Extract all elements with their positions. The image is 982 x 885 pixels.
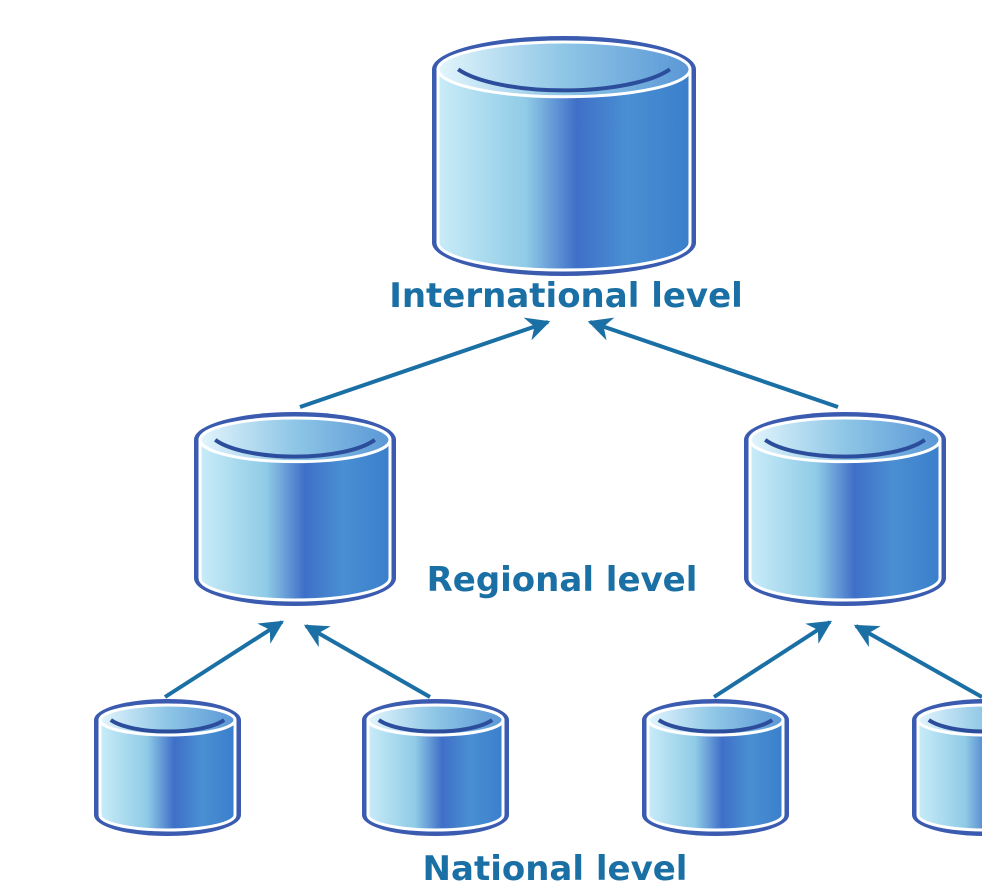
- arrow-regional-db-right-to-international-db: [587, 317, 839, 409]
- national-db-4-icon: [912, 699, 982, 836]
- arrow-national-db-3-to-regional-db-right: [712, 620, 833, 699]
- national-db-3-icon: [642, 699, 789, 836]
- regional-db-right-icon: [744, 412, 946, 606]
- arrow-regional-db-left-to-international-db: [299, 317, 551, 409]
- arrow-national-db-1-to-regional-db-left: [163, 620, 285, 699]
- arrow-national-db-4-to-regional-db-right: [853, 624, 982, 699]
- national-db-1-icon: [94, 699, 241, 836]
- national-level-label: National level: [423, 849, 688, 885]
- national-db-2-icon: [362, 699, 509, 836]
- international-db-icon: [432, 35, 696, 276]
- arrows-group: [163, 317, 982, 699]
- regional-db-left-icon: [194, 412, 396, 606]
- databases-group: [94, 35, 982, 836]
- arrow-national-db-2-to-regional-db-left: [303, 624, 431, 699]
- regional-level-label: Regional level: [427, 560, 698, 600]
- international-level-label: International level: [389, 276, 743, 316]
